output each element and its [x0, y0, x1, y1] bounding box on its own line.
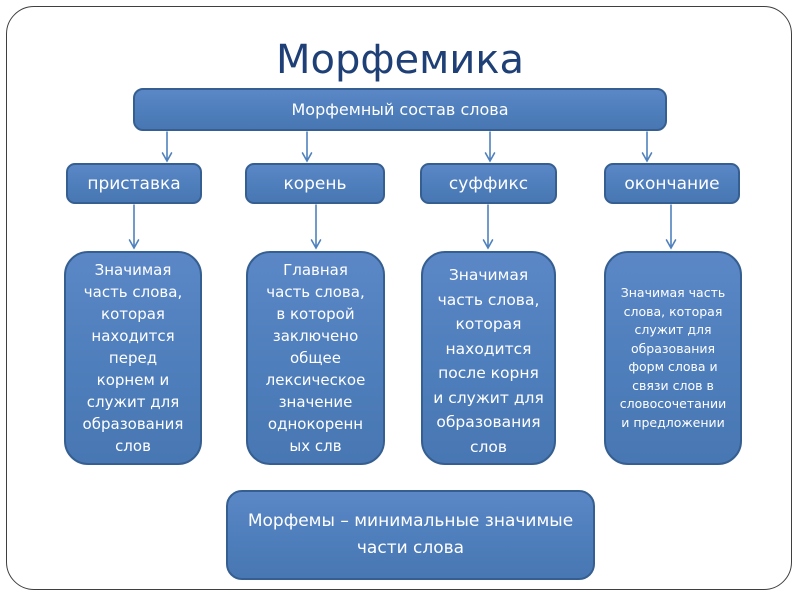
morpheme-box-pristavka: приставка	[66, 163, 202, 204]
root-box-label: Морфемный состав слова	[291, 100, 509, 119]
morpheme-box-okonchanie: окончание	[604, 163, 740, 204]
description-text: Значимая часть слова, которая находится …	[433, 266, 544, 456]
description-box-okonchanie: Значимая часть слова, которая служит для…	[604, 251, 742, 465]
morpheme-label: суффикс	[448, 173, 529, 194]
footer-definition-box: Морфемы – минимальные значимые части сло…	[226, 490, 595, 580]
description-box-suffiks: Значимая часть слова, которая находится …	[421, 251, 556, 465]
footer-definition-text: Морфемы – минимальные значимые части сло…	[247, 511, 574, 558]
description-text: Главная часть слова, в которой заключено…	[265, 261, 366, 455]
morpheme-box-suffiks: суффикс	[420, 163, 557, 204]
root-box: Морфемный состав слова	[133, 88, 667, 131]
description-text: Значимая часть слова, которая служит для…	[619, 285, 727, 430]
description-box-pristavka: Значимая часть слова, которая находится …	[64, 251, 202, 465]
description-text: Значимая часть слова, которая находится …	[82, 261, 184, 455]
morpheme-label: окончание	[624, 173, 720, 194]
slide-title: Морфемика	[275, 36, 525, 83]
slide-border-frame	[6, 6, 792, 590]
morpheme-box-koren: корень	[245, 163, 385, 204]
morpheme-label: приставка	[87, 173, 181, 194]
description-box-koren: Главная часть слова, в которой заключено…	[246, 251, 385, 465]
morpheme-label: корень	[283, 173, 347, 194]
